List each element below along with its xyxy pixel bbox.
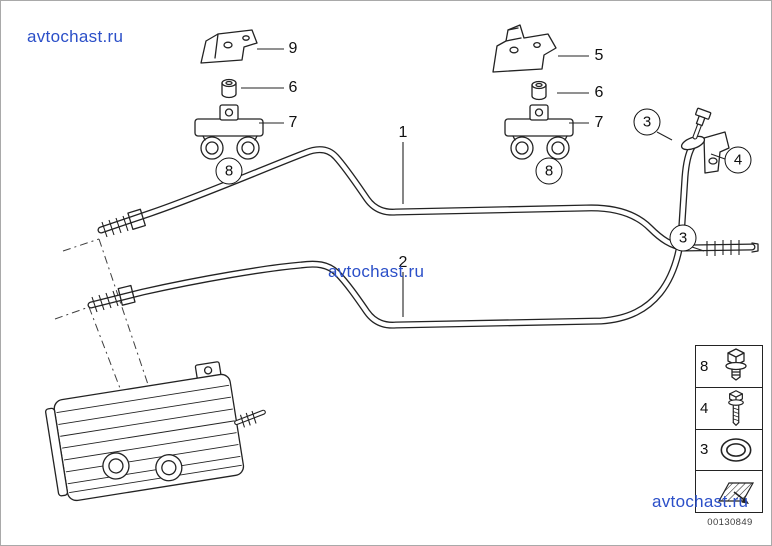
- callout-2[interactable]: 2: [398, 254, 408, 271]
- callout-4[interactable]: 4: [724, 146, 752, 174]
- callout-6-right[interactable]: 6: [594, 84, 604, 101]
- callout-7-right[interactable]: 7: [594, 114, 604, 131]
- right-bracket-drawing: [492, 24, 557, 73]
- legend-item-number: 8: [700, 357, 709, 375]
- callout-7-left[interactable]: 7: [288, 114, 298, 131]
- callout-8-right[interactable]: 8: [535, 157, 563, 185]
- legend-row-bolt: 4: [696, 386, 762, 429]
- left-bracket-drawing: [200, 29, 258, 64]
- callout-9[interactable]: 9: [288, 40, 298, 57]
- direction-hatch-icon: [717, 482, 755, 504]
- callout-3-upper[interactable]: 3: [633, 108, 661, 136]
- legend-row-direction: [696, 470, 762, 512]
- right-grommet-drawing: [531, 80, 547, 101]
- watermark-bottom-right: avtochast.ru: [652, 492, 749, 511]
- left-grommet-drawing: [221, 78, 237, 99]
- callout-8-left[interactable]: 8: [215, 157, 243, 185]
- o-ring-icon: [720, 438, 752, 462]
- right-clamp-drawing: [504, 104, 574, 160]
- legend-row-o-ring: 3: [696, 428, 762, 471]
- flange-bolt-icon: [725, 348, 747, 382]
- watermark-center: avtochast.ru: [328, 262, 425, 281]
- upper-pipe-drawing: [97, 146, 759, 256]
- flange-fitting-drawing: [680, 107, 730, 174]
- oil-cooler-drawing: [44, 361, 266, 502]
- flange-screw-drawing: [695, 107, 712, 127]
- left-clamp-drawing: [194, 104, 264, 160]
- legend-row-screw-flange: 8: [696, 346, 762, 387]
- callout-1[interactable]: 1: [398, 124, 408, 141]
- legend-item-number: 3: [700, 441, 709, 459]
- callout-6-left[interactable]: 6: [288, 79, 298, 96]
- leader-lines: [241, 48, 726, 317]
- legend-box: 8 4 3: [695, 345, 763, 513]
- diagram-number: 00130849: [707, 517, 753, 528]
- callout-3-lower[interactable]: 3: [669, 224, 697, 252]
- watermark-top-left: avtochast.ru: [27, 27, 124, 46]
- callout-5[interactable]: 5: [594, 47, 604, 64]
- assembly-axis-lines: [54, 238, 164, 460]
- legend-item-number: 4: [700, 399, 709, 417]
- hex-bolt-icon: [728, 390, 744, 426]
- lower-pipe-drawing: [87, 143, 696, 329]
